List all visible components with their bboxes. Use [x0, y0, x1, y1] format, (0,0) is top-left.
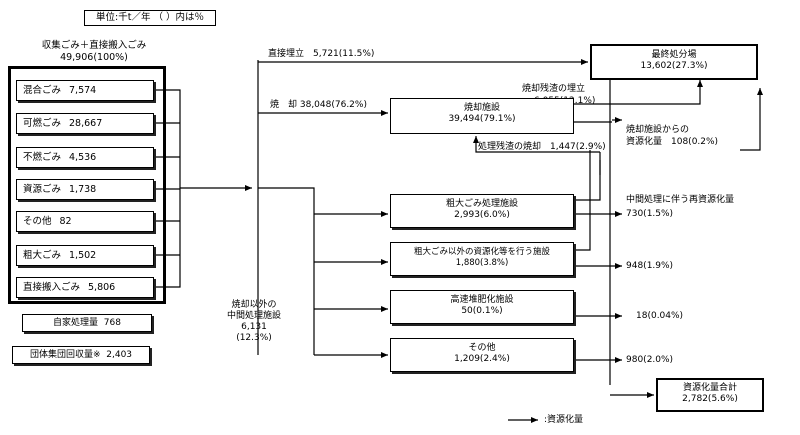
recycling-total-box: 資源化量合計 2,782(5.6%) — [656, 378, 764, 412]
facility-other-box: その他 1,209(2.4%) — [390, 338, 574, 372]
final-disposal-title: 最終処分場 — [651, 50, 697, 60]
facility-value: 1,880(3.8%) — [455, 258, 509, 268]
incineration-label: 焼 却 38,048(76.2%) — [270, 100, 367, 110]
source-item-label: 可燃ごみ — [23, 118, 62, 129]
facility-value: 50(0.1%) — [461, 306, 503, 316]
group-collection-mark: ※ — [92, 350, 101, 360]
facility-title: 高速堆肥化施設 — [450, 295, 514, 305]
recycling-total-value: 2,782(5.6%) — [682, 394, 738, 404]
facility-oversized-box: 粗大ごみ処理施設 2,993(6.0%) — [390, 194, 574, 228]
facility-title: 粗大ごみ以外の資源化等を行う施設 — [413, 247, 550, 257]
source-item-label: 不燃ごみ — [23, 152, 62, 163]
unit-label: 単位:千t／年 （ ）内は％ — [84, 10, 216, 26]
source-item-label: 混合ごみ — [23, 85, 62, 96]
source-item-combustible: 可燃ごみ 28,667 — [16, 113, 154, 134]
intermediate-label-line: 中間処理施設 — [226, 311, 281, 321]
facility-compost-box: 高速堆肥化施設 50(0.1%) — [390, 290, 574, 324]
source-frame — [8, 66, 166, 304]
source-item-mixed: 混合ごみ 7,574 — [16, 80, 154, 101]
source-item-resource: 資源ごみ 1,738 — [16, 179, 154, 200]
recovery-value: 980(2.0%) — [626, 355, 674, 365]
residue-incineration-label: 処理残渣の焼却 1,447(2.9%) — [478, 142, 606, 152]
final-disposal-box: 最終処分場 13,602(27.3%) — [590, 44, 758, 80]
source-item-direct: 直接搬入ごみ 5,806 — [16, 277, 154, 298]
facility-title: その他 — [468, 343, 496, 353]
source-item-value: 82 — [59, 216, 72, 227]
source-item-value: 4,536 — [69, 152, 97, 163]
source-item-value: 5,806 — [88, 282, 116, 293]
direct-landfill-label: 直接埋立 5,721(11.5%) — [268, 49, 375, 59]
incineration-recovery-value: 資源化量 108(0.2%) — [626, 137, 719, 147]
source-title: 収集ごみ＋直接搬入ごみ — [41, 40, 147, 51]
group-collection-value: 2,403 — [106, 350, 133, 360]
self-processing-label: 自家処理量 — [53, 318, 99, 328]
recycling-total-title: 資源化量合計 — [682, 383, 737, 393]
source-item-label: 粗大ごみ — [23, 250, 62, 261]
intermediate-label-line: 焼却以外の — [231, 300, 277, 310]
facility-title: 粗大ごみ処理施設 — [445, 199, 518, 209]
source-item-label: 資源ごみ — [23, 184, 62, 195]
source-total: 49,906(100%) — [60, 52, 128, 63]
source-item-value: 1,502 — [69, 250, 97, 261]
facility-value: 2,993(6.0%) — [454, 210, 510, 220]
self-processing-box: 自家処理量 768 — [22, 314, 152, 332]
source-item-oversized: 粗大ごみ 1,502 — [16, 245, 154, 266]
group-collection-box: 団体集団回収量※ 2,403 — [12, 346, 150, 364]
source-item-value: 1,738 — [69, 184, 97, 195]
intermediate-label-line: (12.3%) — [236, 333, 272, 343]
intermediate-recovery-label: 中間処理に伴う再資源化量 — [626, 195, 735, 205]
source-item-other: その他 82 — [16, 211, 154, 232]
source-item-value: 28,667 — [69, 118, 103, 129]
source-item-value: 7,574 — [69, 85, 97, 96]
incinerator-title: 焼却施設 — [463, 103, 500, 113]
facility-value: 1,209(2.4%) — [454, 354, 510, 364]
recovery-value: 948(1.9%) — [626, 261, 674, 271]
incinerator-value: 39,494(79.1%) — [448, 114, 516, 124]
incineration-recovery-label: 焼却施設からの — [626, 125, 690, 135]
facility-recycling-box: 粗大ごみ以外の資源化等を行う施設 1,880(3.8%) — [390, 242, 574, 276]
residue-landfill-label: 焼却残渣の埋立 — [522, 84, 586, 94]
incinerator-box: 焼却施設 39,494(79.1%) — [390, 98, 574, 134]
source-item-label: その他 — [23, 216, 52, 227]
group-collection-label: 団体集団回収量 — [29, 350, 93, 360]
final-disposal-value: 13,602(27.3%) — [640, 61, 708, 71]
recovery-value: 730(1.5%) — [626, 209, 674, 219]
intermediate-label-line: 6,131 — [241, 322, 267, 332]
self-processing-value: 768 — [103, 318, 121, 328]
legend-label: :資源化量 — [544, 415, 584, 425]
source-item-noncombustible: 不燃ごみ 4,536 — [16, 147, 154, 168]
recovery-value: 18(0.04%) — [636, 311, 684, 321]
source-item-label: 直接搬入ごみ — [23, 282, 81, 293]
intermediate-label: 焼却以外の 中間処理施設 6,131 (12.3%) — [212, 300, 296, 344]
